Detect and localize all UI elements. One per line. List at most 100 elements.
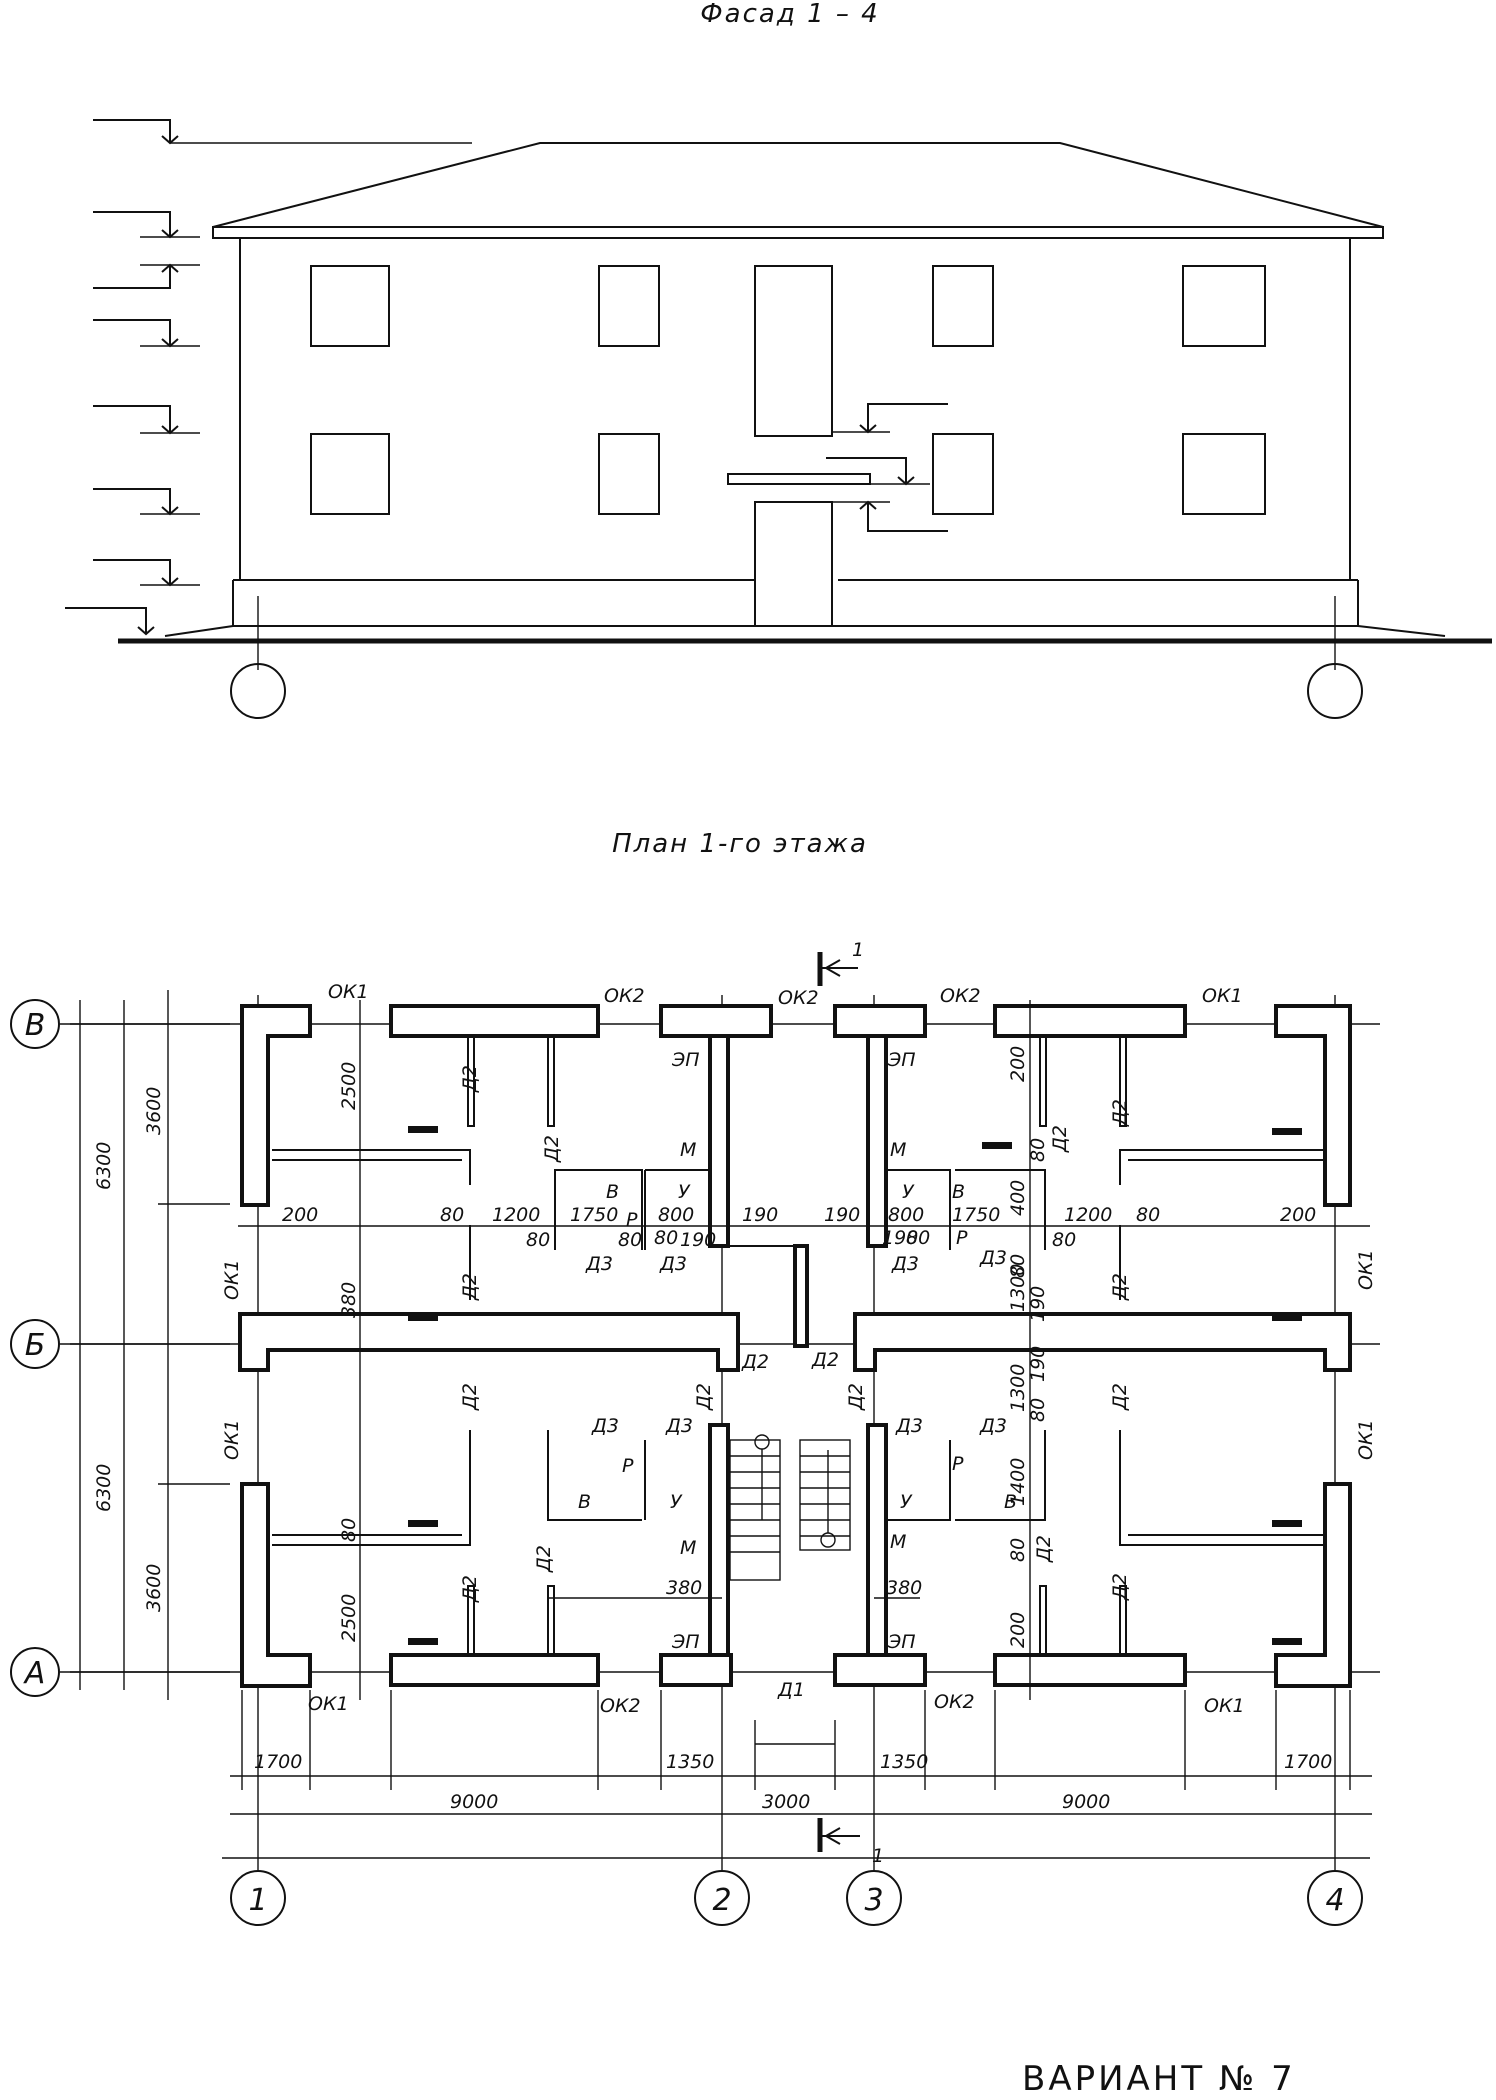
- door-label: Д3: [895, 1415, 923, 1437]
- entrance-door: [754, 501, 833, 627]
- dim-inner: 80: [1027, 1138, 1049, 1162]
- room-label: Р: [952, 1453, 964, 1475]
- door-label: Д3: [591, 1415, 619, 1437]
- dim-vertical: 3600: [143, 1564, 165, 1612]
- dim-inner: 80: [618, 1229, 642, 1251]
- window-label: ОК1: [1355, 1419, 1377, 1460]
- window-label: ОК1: [1204, 1695, 1245, 1717]
- window-label: ОК2: [934, 1691, 975, 1713]
- dim-inner: 80: [1136, 1204, 1160, 1226]
- door-label: Д3: [659, 1253, 687, 1275]
- window: [932, 433, 994, 515]
- dim-inner: 1200: [1064, 1204, 1112, 1226]
- dim-bottom: 1350: [666, 1751, 714, 1773]
- window: [310, 433, 390, 515]
- dim-bottom: 9000: [450, 1791, 498, 1813]
- axis-bubble: [1307, 663, 1363, 719]
- door-label: Д2: [1109, 1273, 1131, 1301]
- door-label: Д2: [459, 1575, 481, 1603]
- dim-bottom: 9000: [1062, 1791, 1110, 1813]
- dim-inner: 80: [1052, 1229, 1076, 1251]
- door-label: Д2: [693, 1383, 715, 1411]
- room-label: ЭП: [671, 1631, 700, 1653]
- dim-inner: 80: [1027, 1398, 1049, 1422]
- dim-inner: 80: [1007, 1254, 1029, 1278]
- axis-label-col: 4: [1325, 1883, 1344, 1918]
- door-label: Д2: [1109, 1573, 1131, 1601]
- plan-title: План 1-го этажа: [612, 829, 868, 859]
- door-label: Д2: [459, 1273, 481, 1301]
- room-label: Р: [956, 1227, 968, 1249]
- door-label: Д2: [459, 1065, 481, 1093]
- room-label: У: [900, 1491, 913, 1513]
- axis-label-row: А: [23, 1656, 46, 1691]
- axis-label-col: 2: [712, 1883, 731, 1918]
- section-mark-top: [817, 952, 858, 986]
- window-label: ОК1: [221, 1419, 243, 1460]
- dim-inner: 1300: [1007, 1364, 1029, 1412]
- window-label: ОК2: [778, 987, 819, 1009]
- room-label: В: [606, 1181, 619, 1203]
- room-label: У: [902, 1181, 915, 1203]
- window: [932, 265, 994, 347]
- entrance-canopy: [727, 473, 871, 485]
- dim-inner: 190: [882, 1227, 918, 1249]
- window: [598, 433, 660, 515]
- axis-bubble: [230, 663, 286, 719]
- window: [1182, 433, 1266, 515]
- stair-window: [754, 265, 833, 437]
- door-label: Д3: [891, 1253, 919, 1275]
- dim-inner: 1400: [1007, 1458, 1029, 1506]
- axis-label-row: В: [25, 1008, 46, 1043]
- room-label: М: [680, 1139, 696, 1161]
- dim-inner: 400: [1007, 1180, 1029, 1216]
- door-label: Д3: [585, 1253, 613, 1275]
- roof-outline: [212, 142, 1384, 228]
- room-label: М: [890, 1531, 906, 1553]
- dim-inner: 1750: [952, 1204, 1000, 1226]
- window-label: ОК1: [1355, 1249, 1377, 1290]
- vertical-dim-lines: [70, 990, 230, 1700]
- stairs: [729, 1434, 851, 1581]
- dim-inner: 1200: [492, 1204, 540, 1226]
- room-label: ЭП: [887, 1631, 916, 1653]
- variant-label: ВАРИАНТ № 7: [1022, 2059, 1296, 2099]
- dim-inner: 800: [888, 1204, 924, 1226]
- dim-bottom: 3000: [762, 1791, 810, 1813]
- door-label: Д2: [459, 1383, 481, 1411]
- row-axes: [10, 999, 60, 1697]
- door-label: Д2: [741, 1351, 769, 1373]
- door-label: Д2: [1049, 1125, 1071, 1153]
- room-label: Р: [622, 1455, 634, 1477]
- dim-inner: 190: [1027, 1286, 1049, 1322]
- door-label: Д1: [777, 1679, 805, 1701]
- room-label: В: [952, 1181, 965, 1203]
- dim-inner: 1300: [1007, 1264, 1029, 1312]
- dim-inner: 380: [338, 1282, 360, 1318]
- dim-inner: 80: [526, 1229, 550, 1251]
- level-marks-left: [65, 119, 472, 636]
- dim-bottom: 1350: [880, 1751, 928, 1773]
- room-label: У: [678, 1181, 691, 1203]
- plan-walls: [238, 1004, 1352, 1688]
- dim-bottom: 1700: [1284, 1751, 1332, 1773]
- door-label: Д2: [845, 1383, 867, 1411]
- room-label: У: [670, 1491, 683, 1513]
- dim-inner: 2500: [338, 1062, 360, 1110]
- col-axes: [230, 1870, 1363, 1926]
- door-label: Д2: [1109, 1383, 1131, 1411]
- door-label: Д2: [1109, 1099, 1131, 1127]
- room-label: М: [680, 1537, 696, 1559]
- door-label: Д3: [979, 1247, 1007, 1269]
- window: [1182, 265, 1266, 347]
- dim-inner: 190: [824, 1204, 860, 1226]
- blind-area-left: [164, 625, 234, 637]
- dim-vertical: 6300: [93, 1142, 115, 1190]
- window-label: ОК2: [604, 985, 645, 1007]
- dim-inner: 190: [742, 1204, 778, 1226]
- dim-inner: 80: [654, 1227, 678, 1249]
- dim-inner: 800: [658, 1204, 694, 1226]
- window-label: ОК2: [940, 985, 981, 1007]
- dim-inner: 80: [440, 1204, 464, 1226]
- door-label: Д2: [811, 1349, 839, 1371]
